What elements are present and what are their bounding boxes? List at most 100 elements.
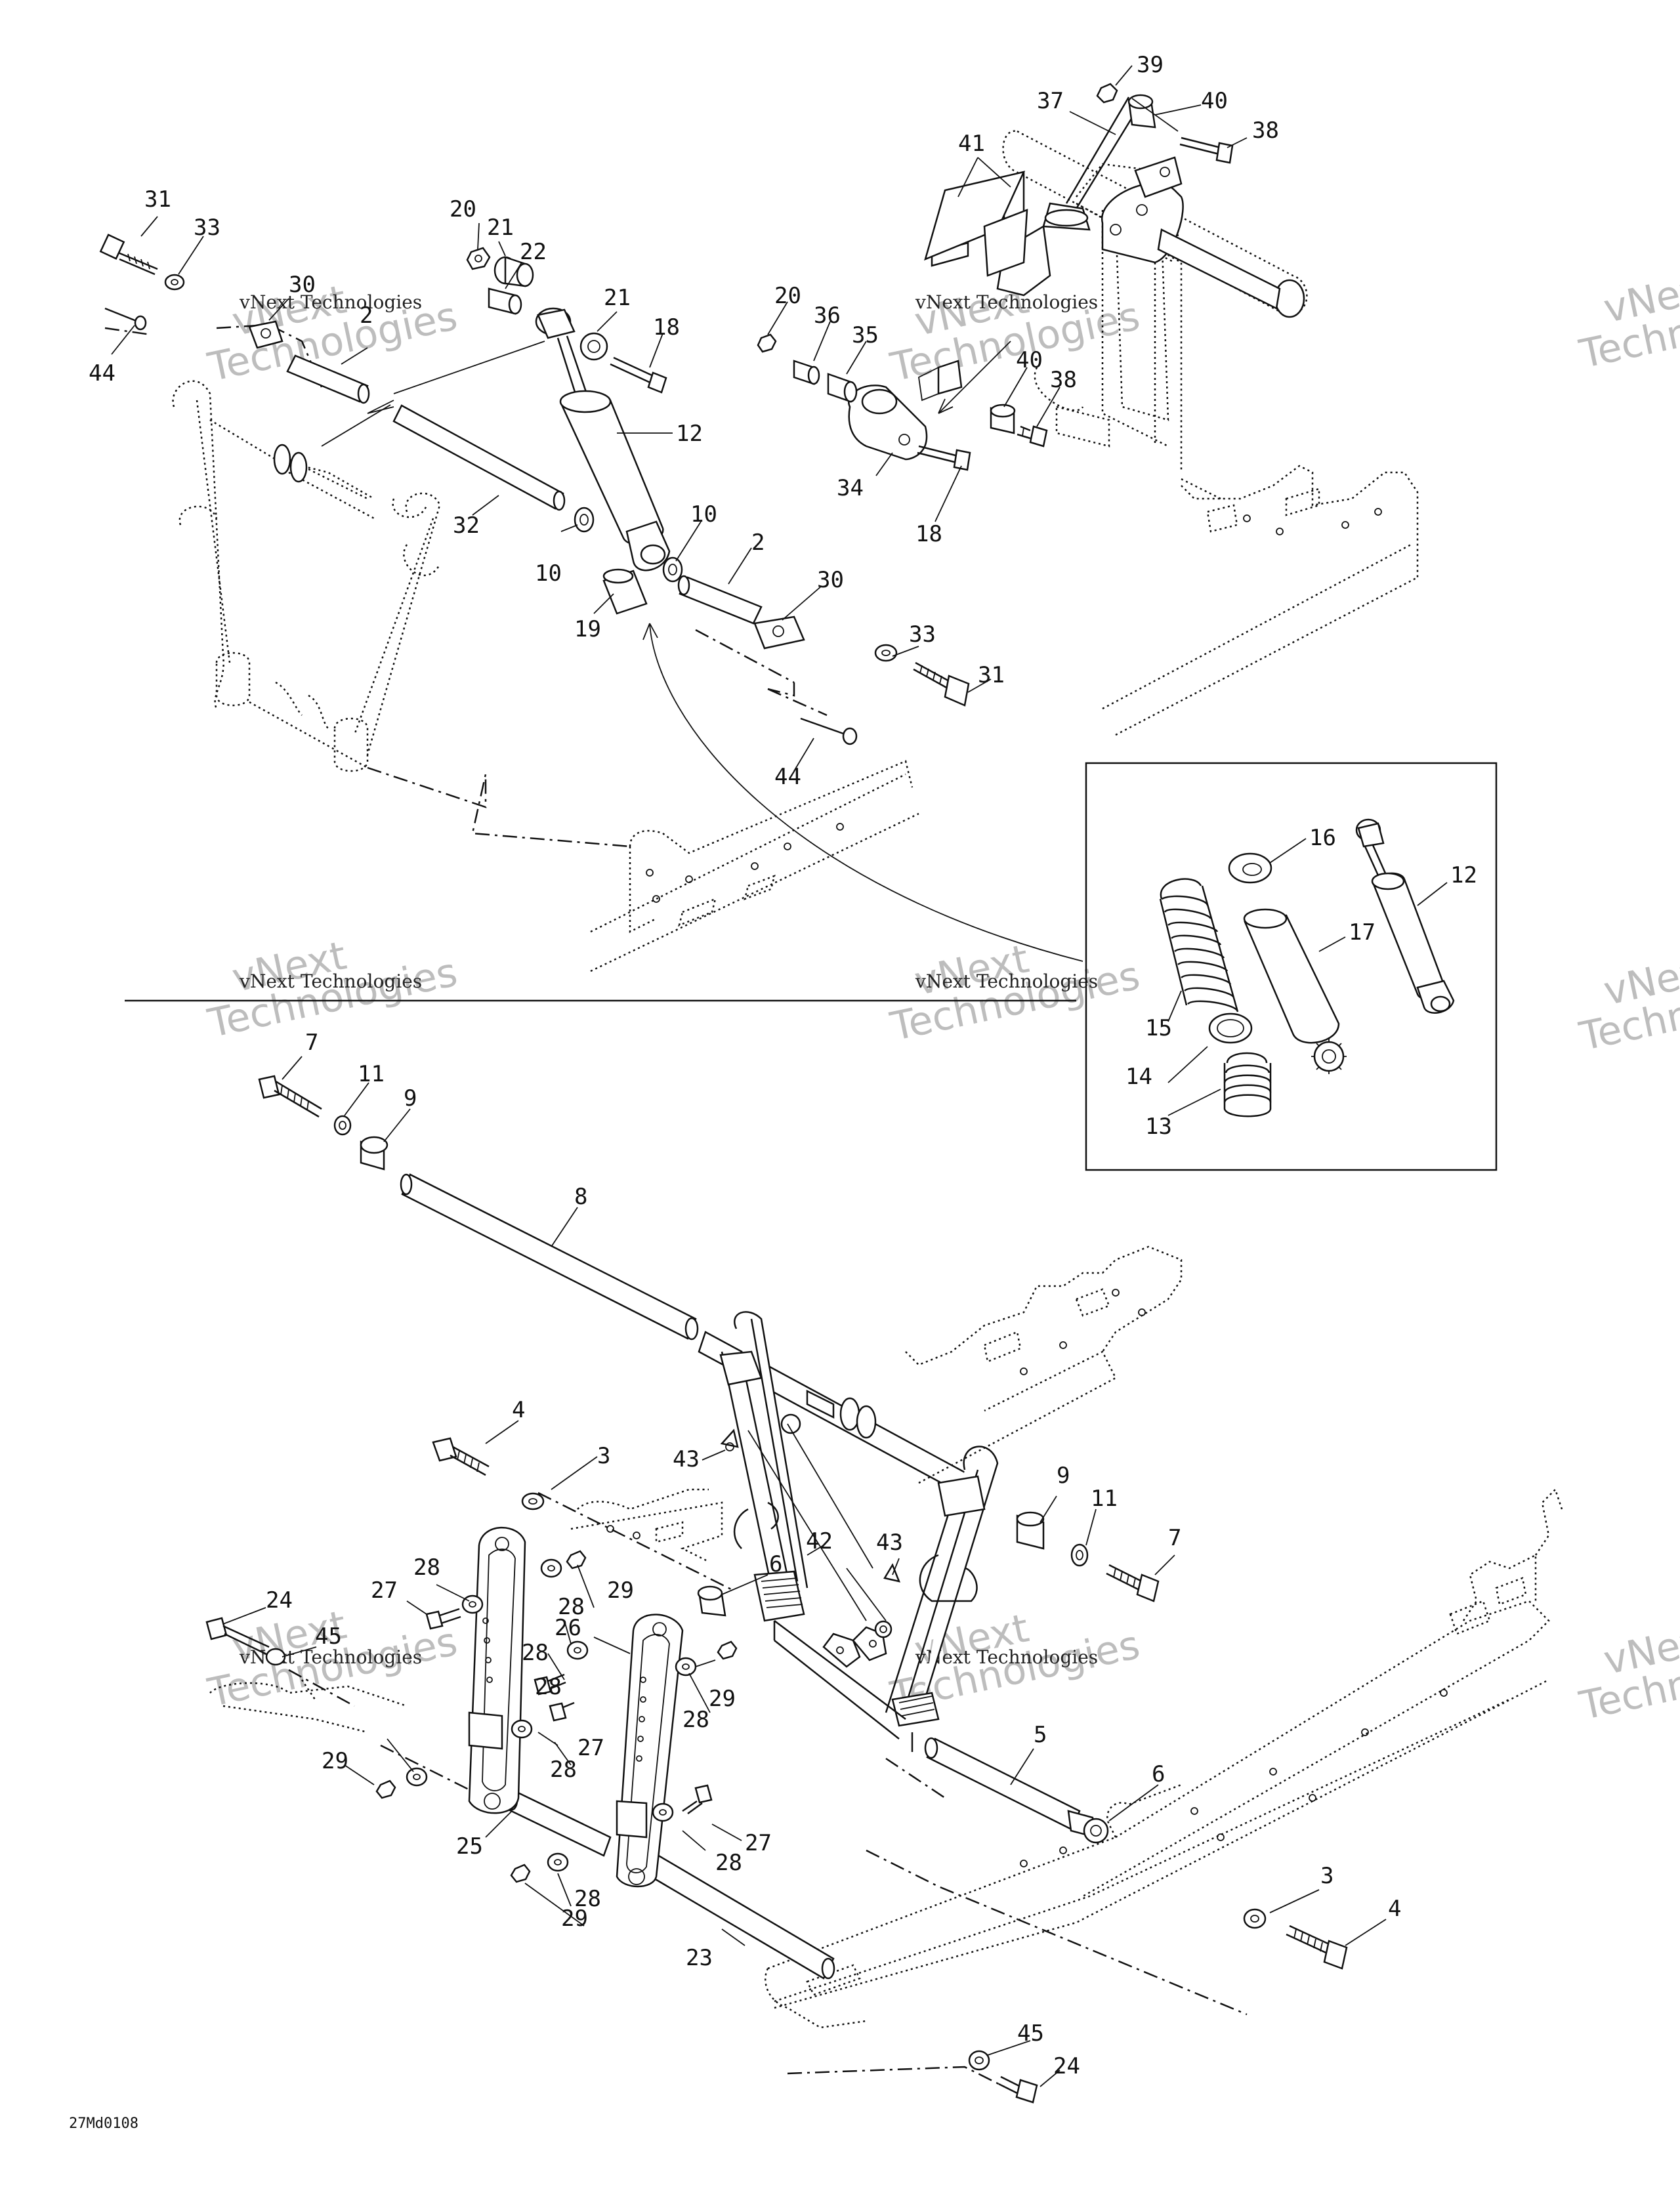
label-39: 39 <box>1137 52 1164 78</box>
label-28: 28 <box>550 1757 577 1783</box>
label-30: 30 <box>817 567 844 593</box>
blade-41 <box>924 171 1028 277</box>
nut-29 <box>510 1864 531 1883</box>
bolt-4-right <box>1286 1925 1348 1970</box>
washer-28 <box>461 1594 484 1614</box>
bushing-35 <box>827 373 858 403</box>
label-24: 24 <box>1053 2053 1080 2079</box>
nut-29 <box>566 1550 587 1570</box>
grease-fitting-43-left <box>720 1428 739 1451</box>
bushing-6-left <box>697 1585 726 1617</box>
leader-line <box>747 1430 867 1621</box>
label-45: 45 <box>1017 2020 1044 2047</box>
label-4: 4 <box>512 1397 525 1423</box>
label-38: 38 <box>1252 117 1279 144</box>
label-43: 43 <box>876 1530 903 1556</box>
label-11: 11 <box>358 1061 385 1087</box>
label-32: 32 <box>453 512 480 539</box>
nut-20-upper <box>466 247 491 270</box>
washer-28 <box>566 1640 589 1660</box>
label-20: 20 <box>774 283 801 309</box>
bushing-36 <box>793 360 820 385</box>
label-24: 24 <box>266 1587 293 1614</box>
washer-10-left <box>574 507 595 533</box>
washer-28 <box>652 1802 674 1822</box>
watermark-caption: vNext Technologies <box>239 970 422 992</box>
label-28: 28 <box>574 1886 601 1912</box>
label-40: 40 <box>1016 347 1043 373</box>
washer-28 <box>540 1558 562 1578</box>
label-18: 18 <box>653 314 680 341</box>
label-2: 2 <box>360 302 373 329</box>
bushing-21-right <box>579 332 608 361</box>
label-22: 22 <box>520 239 547 265</box>
bolt-27 <box>549 1701 575 1722</box>
bolt-7-left <box>258 1075 322 1118</box>
label-9: 9 <box>404 1085 417 1112</box>
label-29: 29 <box>561 1906 588 1932</box>
watermark-caption: vNext Technologies <box>239 291 422 313</box>
shock-12-inset <box>1355 818 1455 1014</box>
shaft-8 <box>400 1173 699 1341</box>
grease-fitting-43-right <box>874 1563 901 1638</box>
sleeve-17 <box>1243 908 1340 1044</box>
label-10: 10 <box>690 501 717 528</box>
bolt-27 <box>682 1784 713 1815</box>
label-23: 23 <box>686 1945 713 1971</box>
nut-20-right <box>757 333 777 353</box>
washer-28 <box>547 1852 569 1872</box>
link-26-right <box>616 1614 684 1888</box>
front-arm-left <box>172 380 441 772</box>
label-31: 31 <box>978 662 1005 688</box>
label-18: 18 <box>915 521 942 547</box>
label-29: 29 <box>322 1748 348 1774</box>
bolt-24-right <box>998 2075 1038 2104</box>
lower-assembly <box>205 1075 1563 2104</box>
label-16: 16 <box>1309 825 1336 851</box>
spacer-2-right <box>677 575 763 625</box>
bushing-19 <box>602 568 648 615</box>
washer-33-left <box>164 274 185 291</box>
label-29: 29 <box>607 1577 634 1604</box>
watermark: vNext Technologies <box>1575 946 1680 1060</box>
rail-fragment-right-upper <box>1102 465 1419 736</box>
washer-28 <box>406 1767 428 1787</box>
bushing-9-right <box>1016 1511 1045 1550</box>
label-36: 36 <box>814 302 841 329</box>
bolt-7-right <box>1106 1564 1160 1602</box>
nut-39 <box>1096 83 1118 104</box>
bolt-27 <box>425 1608 461 1630</box>
label-27: 27 <box>745 1830 772 1856</box>
label-33: 33 <box>909 621 936 648</box>
label-28: 28 <box>715 1850 742 1876</box>
label-42: 42 <box>806 1528 833 1554</box>
watermark-caption: vNext Technologies <box>915 291 1098 313</box>
lock-washer <box>1311 1039 1347 1074</box>
washer-28 <box>675 1657 697 1677</box>
label-11: 11 <box>1091 1486 1118 1512</box>
bracket-34-top <box>918 360 963 402</box>
rail-main-lower <box>765 1488 1563 2029</box>
washer-28 <box>511 1719 533 1739</box>
label-28: 28 <box>535 1674 562 1700</box>
upper-assembly <box>99 83 1419 972</box>
watermark: vNext Technologies <box>1575 1615 1680 1729</box>
bushing-40-top <box>1127 94 1156 129</box>
label-25: 25 <box>456 1833 483 1860</box>
label-4: 4 <box>1388 1896 1401 1922</box>
label-12: 12 <box>1450 862 1477 888</box>
rail-fragment-center <box>590 760 919 972</box>
washer-45-right <box>968 2050 990 2071</box>
label-13: 13 <box>1145 1114 1172 1140</box>
label-15: 15 <box>1145 1015 1172 1041</box>
label-19: 19 <box>574 616 601 642</box>
bolt-4-left <box>432 1437 490 1476</box>
label-10: 10 <box>535 560 562 587</box>
label-6: 6 <box>1152 1761 1165 1787</box>
bushing-9-left <box>360 1136 388 1171</box>
label-9: 9 <box>1057 1463 1070 1489</box>
label-28: 28 <box>522 1640 549 1666</box>
label-3: 3 <box>1320 1863 1334 1889</box>
callout-arrow <box>649 623 1083 962</box>
